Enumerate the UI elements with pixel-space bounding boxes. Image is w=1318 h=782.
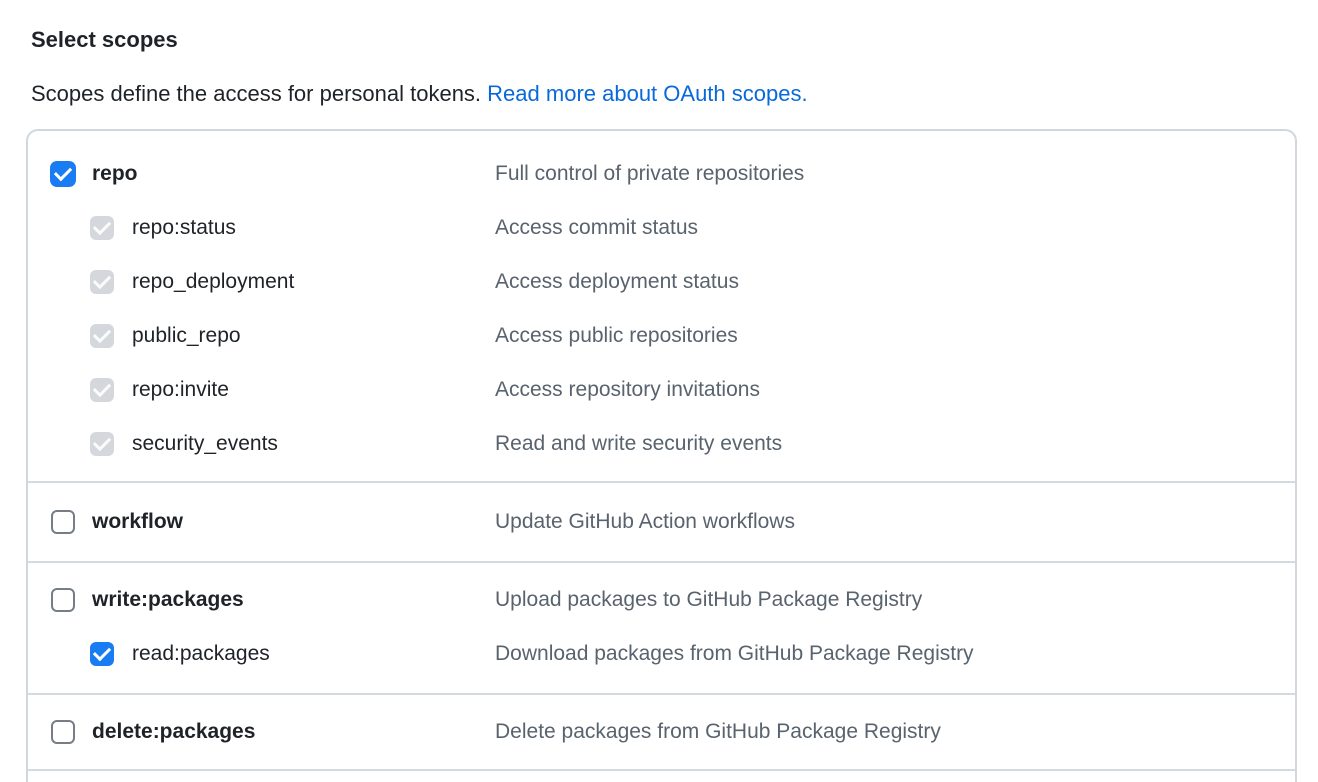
scope-name: repo_deployment <box>132 270 295 293</box>
scope-name: repo:invite <box>132 378 229 401</box>
oauth-scopes-link[interactable]: Read more about OAuth scopes. <box>487 80 808 106</box>
delete-packages-checkbox[interactable] <box>51 720 75 744</box>
scope-section-workflow: workflow Update GitHub Action workflows <box>28 481 1295 561</box>
scope-label-cell: security_events <box>28 432 495 456</box>
repo-deployment-checkbox <box>90 270 114 294</box>
scope-description: Access deployment status <box>495 270 739 293</box>
public-repo-checkbox <box>90 324 114 348</box>
scope-row-repo-deployment: repo_deployment Access deployment status <box>28 255 1295 309</box>
scope-name: repo <box>92 162 138 185</box>
scope-section-partial <box>28 769 1295 782</box>
scope-name: write:packages <box>92 588 244 611</box>
scope-label-cell: repo_deployment <box>28 270 495 294</box>
scope-description: Access public repositories <box>495 324 738 347</box>
write-packages-checkbox[interactable] <box>51 588 75 612</box>
scope-section-write-packages: write:packages Upload packages to GitHub … <box>28 561 1295 693</box>
scope-name: delete:packages <box>92 720 256 743</box>
scope-description: Full control of private repositories <box>495 162 805 185</box>
scope-section-delete-packages: delete:packages Delete packages from GitH… <box>28 693 1295 769</box>
page-title: Select scopes <box>31 27 178 52</box>
scope-row-write-packages: write:packages Upload packages to GitHub … <box>28 573 1295 627</box>
scope-description: Upload packages to GitHub Package Regist… <box>495 588 923 611</box>
repo-status-checkbox <box>90 216 114 240</box>
scope-row-repo: repo Full control of private repositories <box>28 147 1295 201</box>
scope-row-security-events: security_events Read and write security e… <box>28 417 1295 471</box>
scope-section-repo: repo Full control of private repositories… <box>28 131 1295 481</box>
repo-checkbox[interactable] <box>50 161 76 187</box>
scope-label-cell: public_repo <box>28 324 495 348</box>
scope-description: Download packages from GitHub Package Re… <box>495 642 974 665</box>
repo-invite-checkbox <box>90 378 114 402</box>
scope-name: workflow <box>92 510 184 533</box>
scope-name: repo:status <box>132 216 236 239</box>
subtitle-text: Scopes define the access for personal to… <box>31 80 482 106</box>
scope-label-cell: repo:status <box>28 216 495 240</box>
scope-row-delete-packages: delete:packages Delete packages from GitH… <box>28 705 1295 759</box>
security-events-checkbox <box>90 432 114 456</box>
scope-name: security_events <box>132 432 278 455</box>
scope-row-workflow: workflow Update GitHub Action workflows <box>28 495 1295 549</box>
scope-label-cell: write:packages <box>28 587 495 613</box>
scope-label-cell: workflow <box>28 509 495 535</box>
scope-description: Delete packages from GitHub Package Regi… <box>495 720 941 743</box>
scope-name: read:packages <box>132 642 270 665</box>
scope-description: Access repository invitations <box>495 378 760 401</box>
scope-label-cell: delete:packages <box>28 719 495 745</box>
scope-row-read-packages: read:packages Download packages from GitH… <box>28 627 1295 681</box>
scope-label-cell: repo <box>28 161 495 187</box>
scope-row-repo-invite: repo:invite Access repository invitations <box>28 363 1295 417</box>
scope-label-cell: read:packages <box>28 642 495 666</box>
scope-description: Access commit status <box>495 216 699 239</box>
read-packages-checkbox[interactable] <box>90 642 114 666</box>
scopes-box: repo Full control of private repositories… <box>26 129 1297 782</box>
scope-row-public-repo: public_repo Access public repositories <box>28 309 1295 363</box>
scope-row-repo-status: repo:status Access commit status <box>28 201 1295 255</box>
scope-name: public_repo <box>132 324 241 347</box>
scope-description: Read and write security events <box>495 432 783 455</box>
scope-description: Update GitHub Action workflows <box>495 510 795 533</box>
workflow-checkbox[interactable] <box>51 510 75 534</box>
scope-label-cell: repo:invite <box>28 378 495 402</box>
page-subtitle: Scopes define the access for personal to… <box>31 80 1318 108</box>
